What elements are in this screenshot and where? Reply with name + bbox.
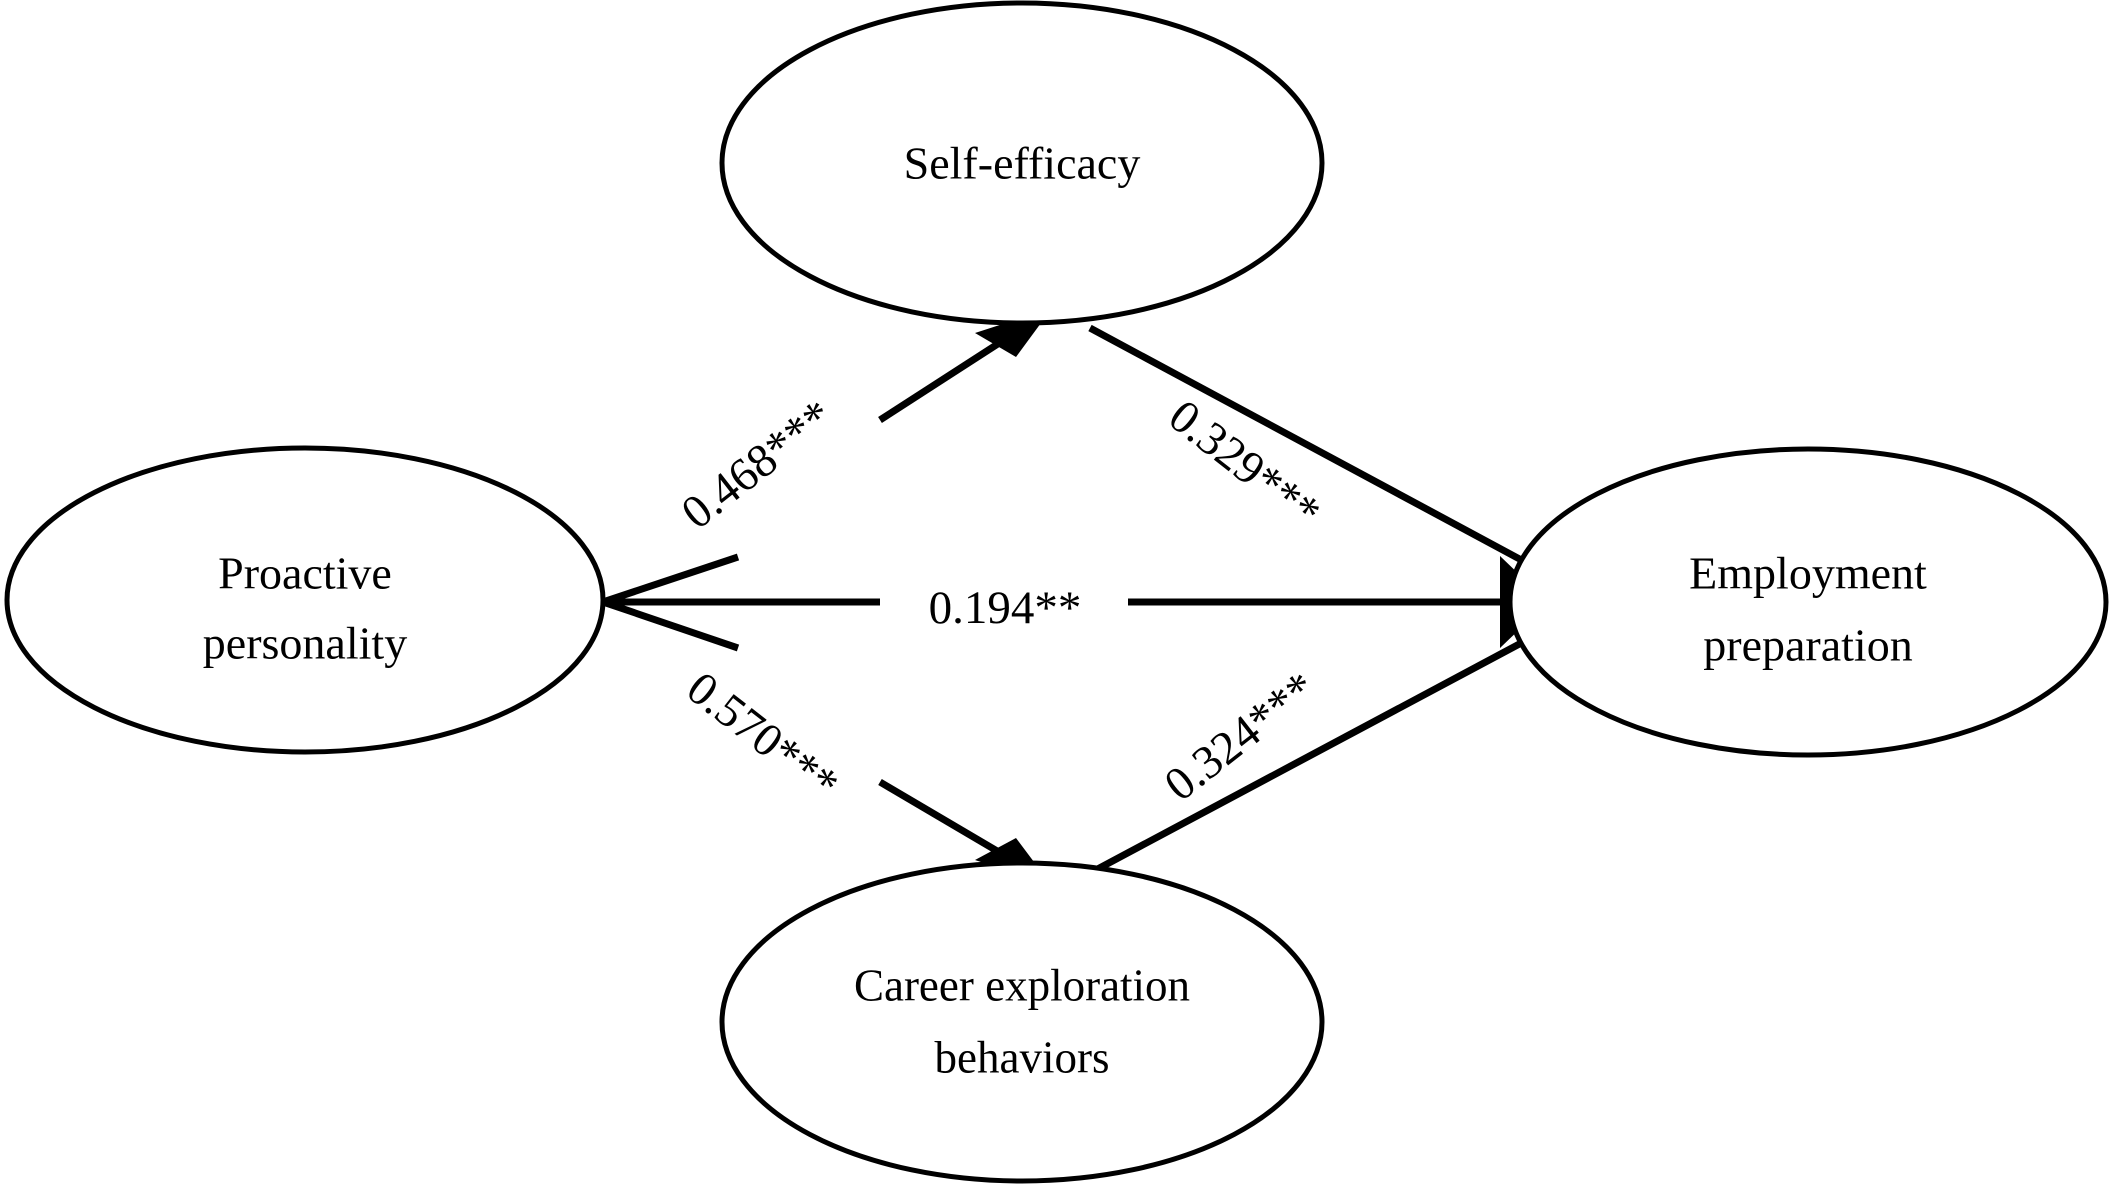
node-proactive-personality[interactable]: Proactive personality	[4, 445, 606, 755]
edge-career-exploration-to-employment	[1090, 629, 1542, 876]
edge-line-self-efficacy-to-employment	[1088, 324, 1542, 574]
arrowhead-proactive-open-chevron-lower	[604, 599, 740, 652]
node-label-career-exploration-line1: Career exploration	[854, 960, 1190, 1010]
node-label-proactive-personality-line2: personality	[203, 618, 407, 669]
node-label-employment-preparation-line2: preparation	[1703, 620, 1912, 671]
node-career-exploration-behaviors[interactable]: Career exploration behaviors	[719, 860, 1325, 1184]
node-label-proactive-personality-line1: Proactive	[218, 548, 392, 599]
coefficient-label-proactive-to-career-exploration: 0.570***	[677, 662, 848, 811]
node-label-career-exploration-line2: behaviors	[935, 1032, 1110, 1082]
node-employment-preparation[interactable]: Employment preparation	[1507, 446, 2109, 758]
node-label-employment-preparation-line1: Employment	[1689, 548, 1927, 599]
node-ellipse-proactive-personality[interactable]	[4, 445, 606, 755]
node-ellipse-career-exploration-behaviors[interactable]	[719, 860, 1325, 1184]
edge-self-efficacy-to-employment	[1088, 324, 1542, 574]
coefficient-label-proactive-to-self-efficacy: 0.468***	[672, 390, 843, 539]
edge-line-career-exploration-to-employment	[1090, 629, 1542, 876]
node-self-efficacy[interactable]: Self-efficacy	[719, 0, 1325, 326]
node-label-self-efficacy: Self-efficacy	[904, 138, 1141, 189]
coefficient-label-proactive-to-employment-direct: 0.194**	[929, 582, 1082, 634]
node-ellipse-employment-preparation[interactable]	[1507, 446, 2109, 758]
node-ellipse-self-efficacy[interactable]	[719, 0, 1325, 326]
arrowhead-proactive-open-chevron-upper	[604, 553, 740, 605]
